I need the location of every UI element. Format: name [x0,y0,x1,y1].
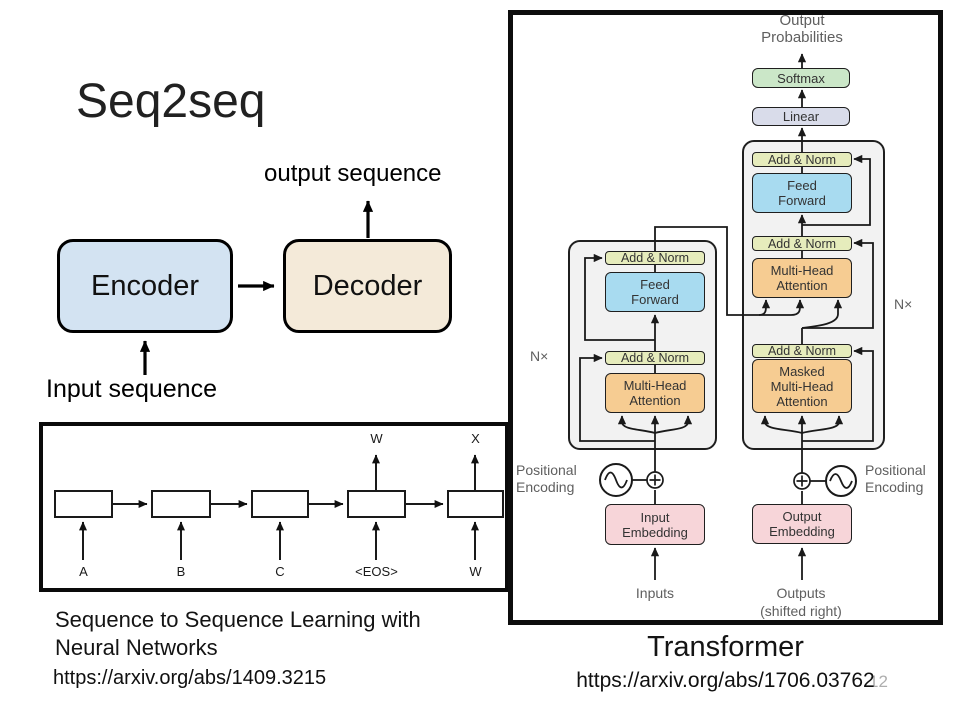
encoder-box: Encoder [57,239,233,333]
dec-add-norm-top: Add & Norm [752,152,852,167]
rnn-output-label-x: X [471,431,480,446]
rnn-citation: Sequence to Sequence Learning with Neura… [55,606,421,662]
dec-residual-bottom [802,346,874,442]
rnn-citation-line2: Neural Networks [55,635,218,660]
rnn-output-label-w: W [370,431,383,446]
masked-k-arrow [801,415,844,434]
rnn-input-label-b: B [176,564,186,579]
dec-feed-forward-box: Feed Forward [752,173,852,213]
dec-residual-top [802,154,871,226]
output-probabilities-label: Output Probabilities [761,12,843,46]
enc-add-norm-bottom: Add & Norm [605,351,705,365]
dec-multi-head-attention-box: Multi-Head Attention [752,258,852,298]
rnn-input-label-w: W [469,564,482,579]
output-embedding-box: Output Embedding [752,504,852,544]
transformer-caption: Transformer [647,631,804,663]
page-title: Seq2seq [76,75,266,128]
transformer-frame [508,10,943,625]
rnn-figure-frame: A B C <EOS> W W X [39,422,509,592]
dec-add-norm-mid: Add & Norm [752,236,852,251]
softmax-box: Softmax [752,68,850,88]
rnn-cell-2 [151,490,211,518]
rnn-cell-4 [347,490,406,518]
input-embedding-box: Input Embedding [605,504,705,545]
enc-add-norm-top: Add & Norm [605,251,705,265]
masked-q-arrow [760,415,803,434]
slide-page-number: 12 [869,672,888,691]
rnn-cell-3 [251,490,309,518]
enc-mha-q-arrow [617,415,656,434]
rnn-input-label-c: C [275,564,285,579]
enc-mha-k-arrow [654,415,693,434]
sine-wave-glyph-right [829,473,853,489]
decoder-label: Decoder [312,269,423,302]
transformer-figure: Output Probabilities Softmax Linear Add … [508,10,943,625]
output-sequence-label: output sequence [264,160,442,187]
enc-multi-head-attention-box: Multi-Head Attention [605,373,705,413]
linear-box: Linear [752,107,850,126]
enc-residual-upper [584,253,655,341]
n-times-label-left: N× [530,348,549,364]
rnn-cell-1 [54,490,113,518]
rnn-citation-line1: Sequence to Sequence Learning with [55,607,421,632]
dec-residual-mid [802,238,874,329]
rnn-figure-drawing [54,454,504,560]
rnn-cell-5 [447,490,504,518]
rnn-input-label-a: A [79,564,88,579]
cross-v-arrow [790,299,805,316]
plus-glyph-left [649,474,661,486]
positional-encoding-label-left: Positional Encoding [516,462,577,495]
masked-multi-head-attention-box: Masked Multi-Head Attention [752,359,852,413]
n-times-label-right: N× [894,296,913,312]
encoder-output-line [654,226,791,316]
enc-feed-forward-box: Feed Forward [605,272,705,312]
outputs-label: Outputs [776,585,826,601]
inputs-label: Inputs [635,585,675,601]
transformer-arxiv-url[interactable]: https://arxiv.org/abs/1706.03762 [576,669,875,692]
transformer-wires [579,53,874,580]
rnn-input-label-eos: <EOS> [355,564,398,579]
positional-encoding-label-right: Positional Encoding [865,462,926,495]
decoder-box: Decoder [283,239,452,333]
input-sequence-label: Input sequence [46,375,217,403]
encoder-label: Encoder [90,269,199,302]
cross-k-arrow [758,299,771,316]
outputs-sublabel: (shifted right) [760,603,842,619]
rnn-arxiv-url[interactable]: https://arxiv.org/abs/1409.3215 [53,667,327,689]
sine-wave-glyph-left [604,471,628,489]
dec-add-norm-bottom: Add & Norm [752,344,852,358]
enc-residual-lower [579,353,655,442]
plus-glyph-right [796,475,808,487]
